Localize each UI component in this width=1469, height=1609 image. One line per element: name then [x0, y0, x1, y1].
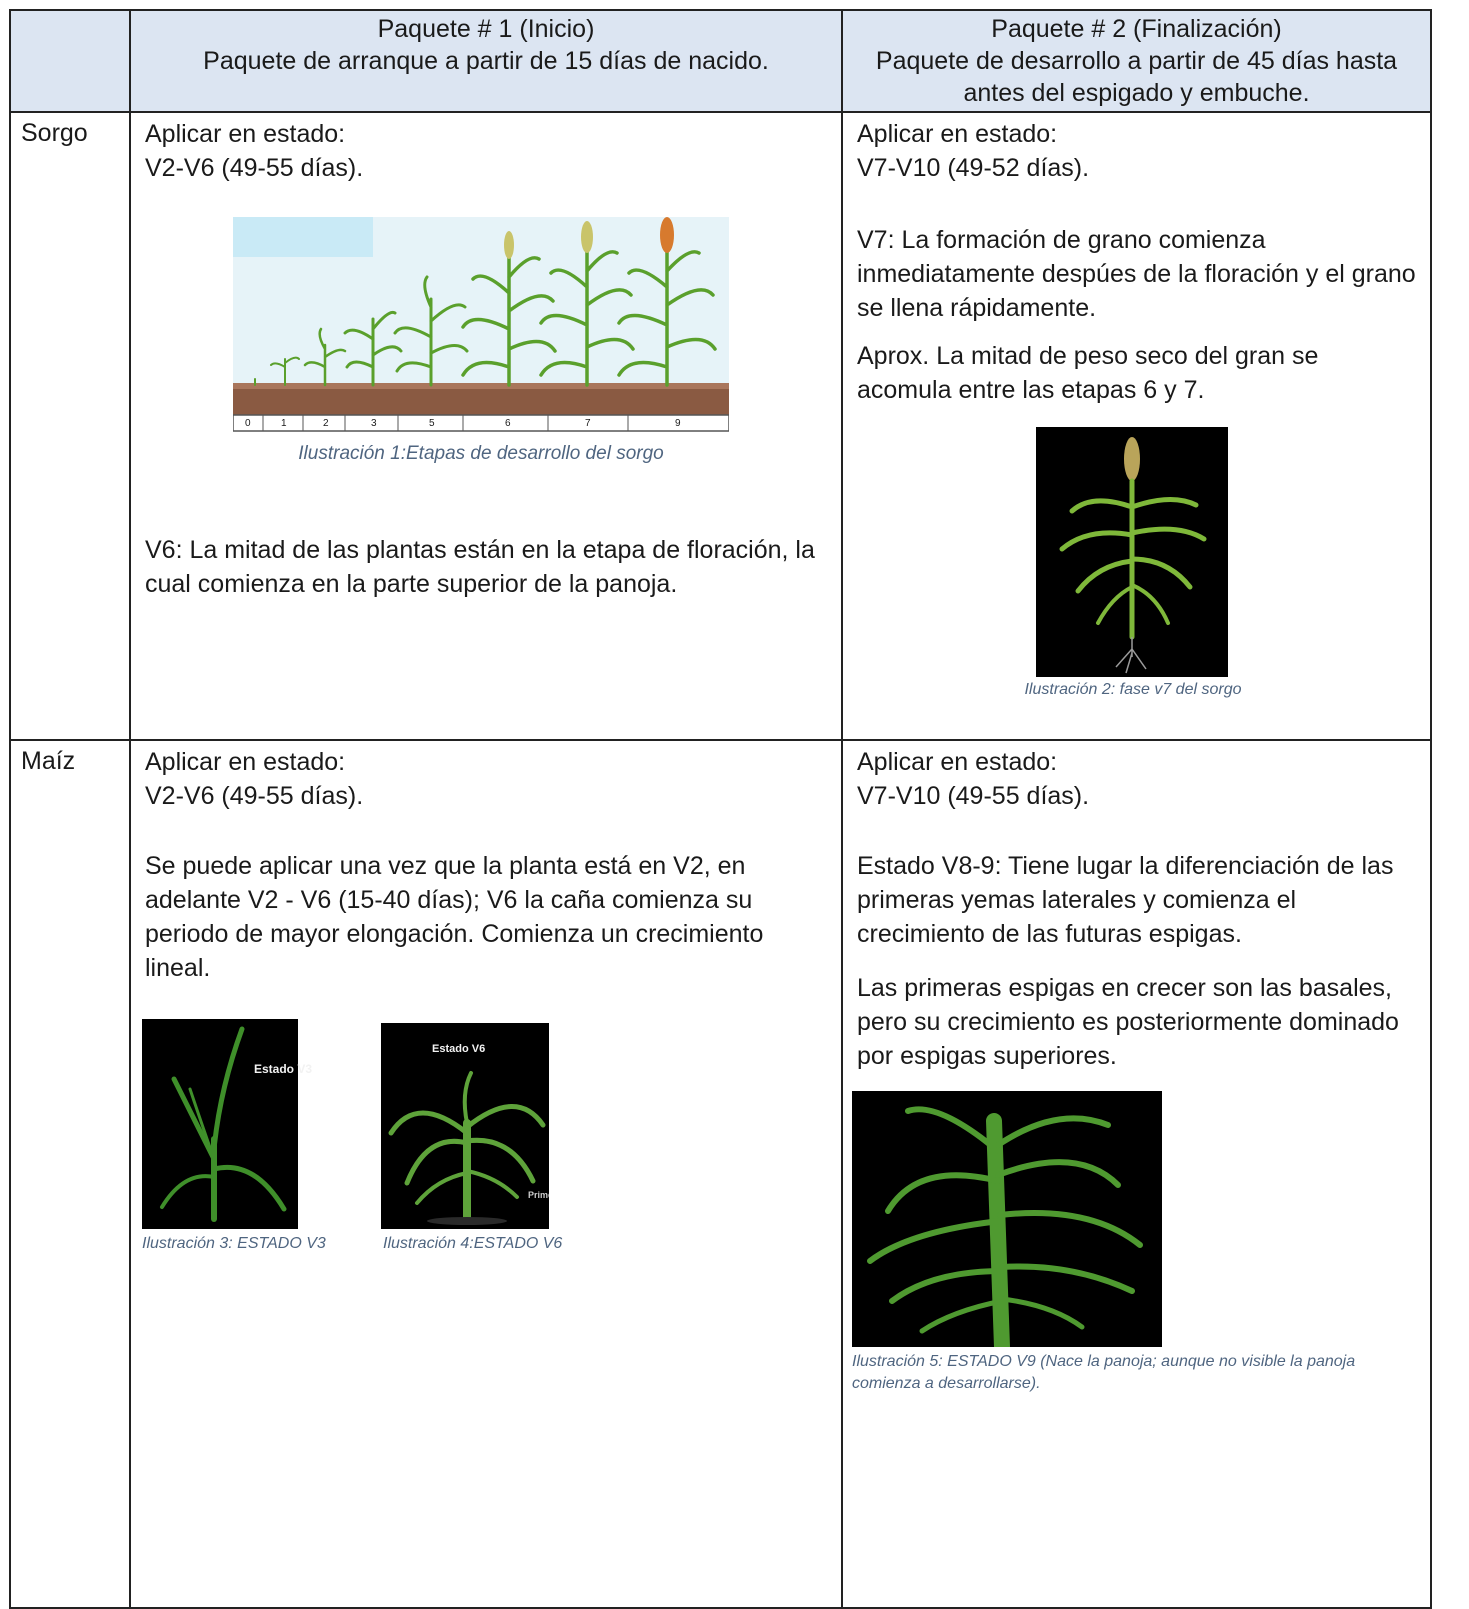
- stage-tick-6: 6: [505, 418, 511, 429]
- maiz-package-1-cell: Aplicar en estado: V2-V6 (49-55 días). S…: [129, 739, 843, 1609]
- caption-illustration-4: Ilustración 4:ESTADO V6: [383, 1235, 563, 1252]
- corn-v9-photo: [852, 1091, 1162, 1347]
- sorgo-package-1-cell: Aplicar en estado: V2-V6 (49-55 días). V…: [129, 111, 843, 741]
- stage-tick-0: 0: [245, 418, 251, 429]
- caption-illustration-1: Ilustración 1:Etapas de desarrollo del s…: [298, 443, 664, 464]
- header-package-2: Paquete # 2 (Finalización) Paquete de de…: [841, 9, 1432, 113]
- stage-tick-1: 1: [281, 418, 287, 429]
- row-label-maiz: Maíz: [9, 739, 131, 1609]
- package-2-title: Paquete # 2 (Finalización): [991, 15, 1282, 43]
- sorgo-p1-apply: Aplicar en estado:: [145, 120, 346, 148]
- sorgo-package-2-cell: Aplicar en estado: V7-V10 (49-52 días). …: [841, 111, 1432, 741]
- stage-tick-7: 7: [585, 418, 591, 429]
- corn-v3-label: Estado V3: [254, 1062, 313, 1076]
- package-2-subtitle: Paquete de desarrollo a partir de 45 día…: [875, 47, 1398, 107]
- sorgo-p2-stage: V7-V10 (49-52 días).: [857, 154, 1090, 182]
- header-package-1: Paquete # 1 (Inicio) Paquete de arranque…: [129, 9, 843, 113]
- sorghum-v7-photo: [1036, 427, 1228, 677]
- package-1-title: Paquete # 1 (Inicio): [377, 15, 595, 43]
- maiz-package-2-cell: Aplicar en estado: V7-V10 (49-55 días). …: [841, 739, 1432, 1609]
- caption-illustration-5: Ilustración 5: ESTADO V9 (Nace la panoja…: [852, 1353, 1356, 1392]
- stage-tick-3: 3: [371, 418, 377, 429]
- maiz-p2-stage: V7-V10 (49-55 días).: [857, 782, 1090, 810]
- sorghum-stages-illustration: [233, 217, 729, 432]
- sorgo-p2-apply: Aplicar en estado:: [857, 120, 1058, 148]
- sorgo-p2-paragraph-1: V7: La formación de grano comienza inmed…: [857, 226, 1416, 322]
- package-1-subtitle: Paquete de arranque a partir de 15 días …: [203, 47, 769, 75]
- sorgo-p1-stage: V2-V6 (49-55 días).: [145, 154, 364, 182]
- sorgo-p2-paragraph-2: Aprox. La mitad de peso seco del gran se…: [857, 342, 1319, 404]
- package-table: Paquete # 1 (Inicio) Paquete de arranque…: [9, 9, 1464, 1609]
- corn-v6-corner-text: Prime: [528, 1190, 549, 1200]
- maiz-label: Maíz: [21, 747, 76, 775]
- corn-v3-photo: [142, 1019, 298, 1229]
- stage-tick-9: 9: [675, 418, 681, 429]
- caption-illustration-3: Ilustración 3: ESTADO V3: [142, 1235, 326, 1252]
- maiz-p2-paragraph-2: Las primeras espigas en crecer son las b…: [857, 974, 1399, 1070]
- maiz-p2-apply: Aplicar en estado:: [857, 748, 1058, 776]
- maiz-p1-stage: V2-V6 (49-55 días).: [145, 782, 364, 810]
- maiz-p1-apply: Aplicar en estado:: [145, 748, 346, 776]
- stage-tick-2: 2: [323, 418, 329, 429]
- maiz-p2-paragraph-1: Estado V8-9: Tiene lugar la diferenciaci…: [857, 852, 1394, 948]
- header-empty-cell: [9, 9, 131, 113]
- corn-v6-photo: [381, 1023, 549, 1229]
- corn-v6-label: Estado V6: [432, 1043, 486, 1055]
- caption-illustration-2: Ilustración 2: fase v7 del sorgo: [1024, 681, 1242, 698]
- stage-tick-5: 5: [429, 418, 435, 429]
- sorgo-p1-note: V6: La mitad de las plantas están en la …: [145, 536, 815, 598]
- sorgo-label: Sorgo: [21, 119, 88, 147]
- row-label-sorgo: Sorgo: [9, 111, 131, 741]
- maiz-p1-paragraph: Se puede aplicar una vez que la planta e…: [145, 852, 764, 982]
